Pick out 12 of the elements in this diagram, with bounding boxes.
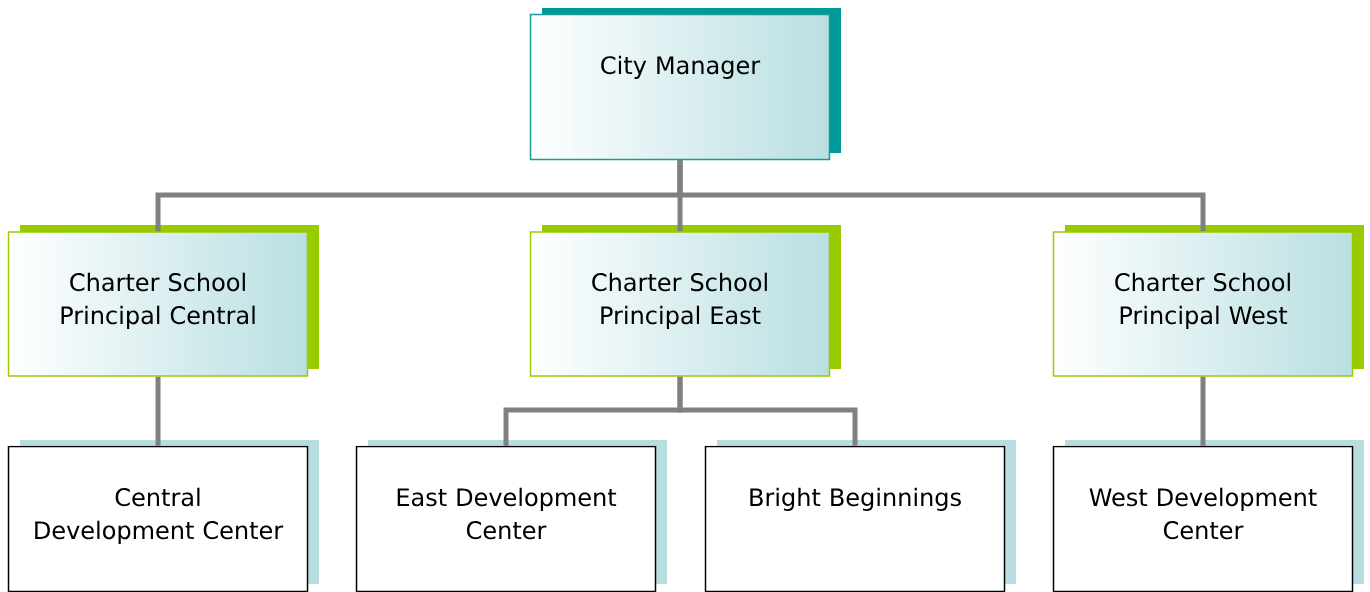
org-box: Charter School Principal West xyxy=(1052,225,1364,377)
org-box: City Manager xyxy=(529,8,841,161)
connector-line xyxy=(1200,376,1206,446)
org-box: East Development Center xyxy=(355,440,667,592)
org-box: West Development Center xyxy=(1052,440,1364,592)
connector-line xyxy=(155,376,161,446)
org-box: Central Development Center xyxy=(7,440,319,592)
connector-line xyxy=(677,160,1206,232)
org-box: Bright Beginnings xyxy=(704,440,1016,592)
connector-line xyxy=(677,376,858,446)
org-box: Charter School Principal Central xyxy=(7,225,319,377)
org-box: Charter School Principal East xyxy=(529,225,841,377)
